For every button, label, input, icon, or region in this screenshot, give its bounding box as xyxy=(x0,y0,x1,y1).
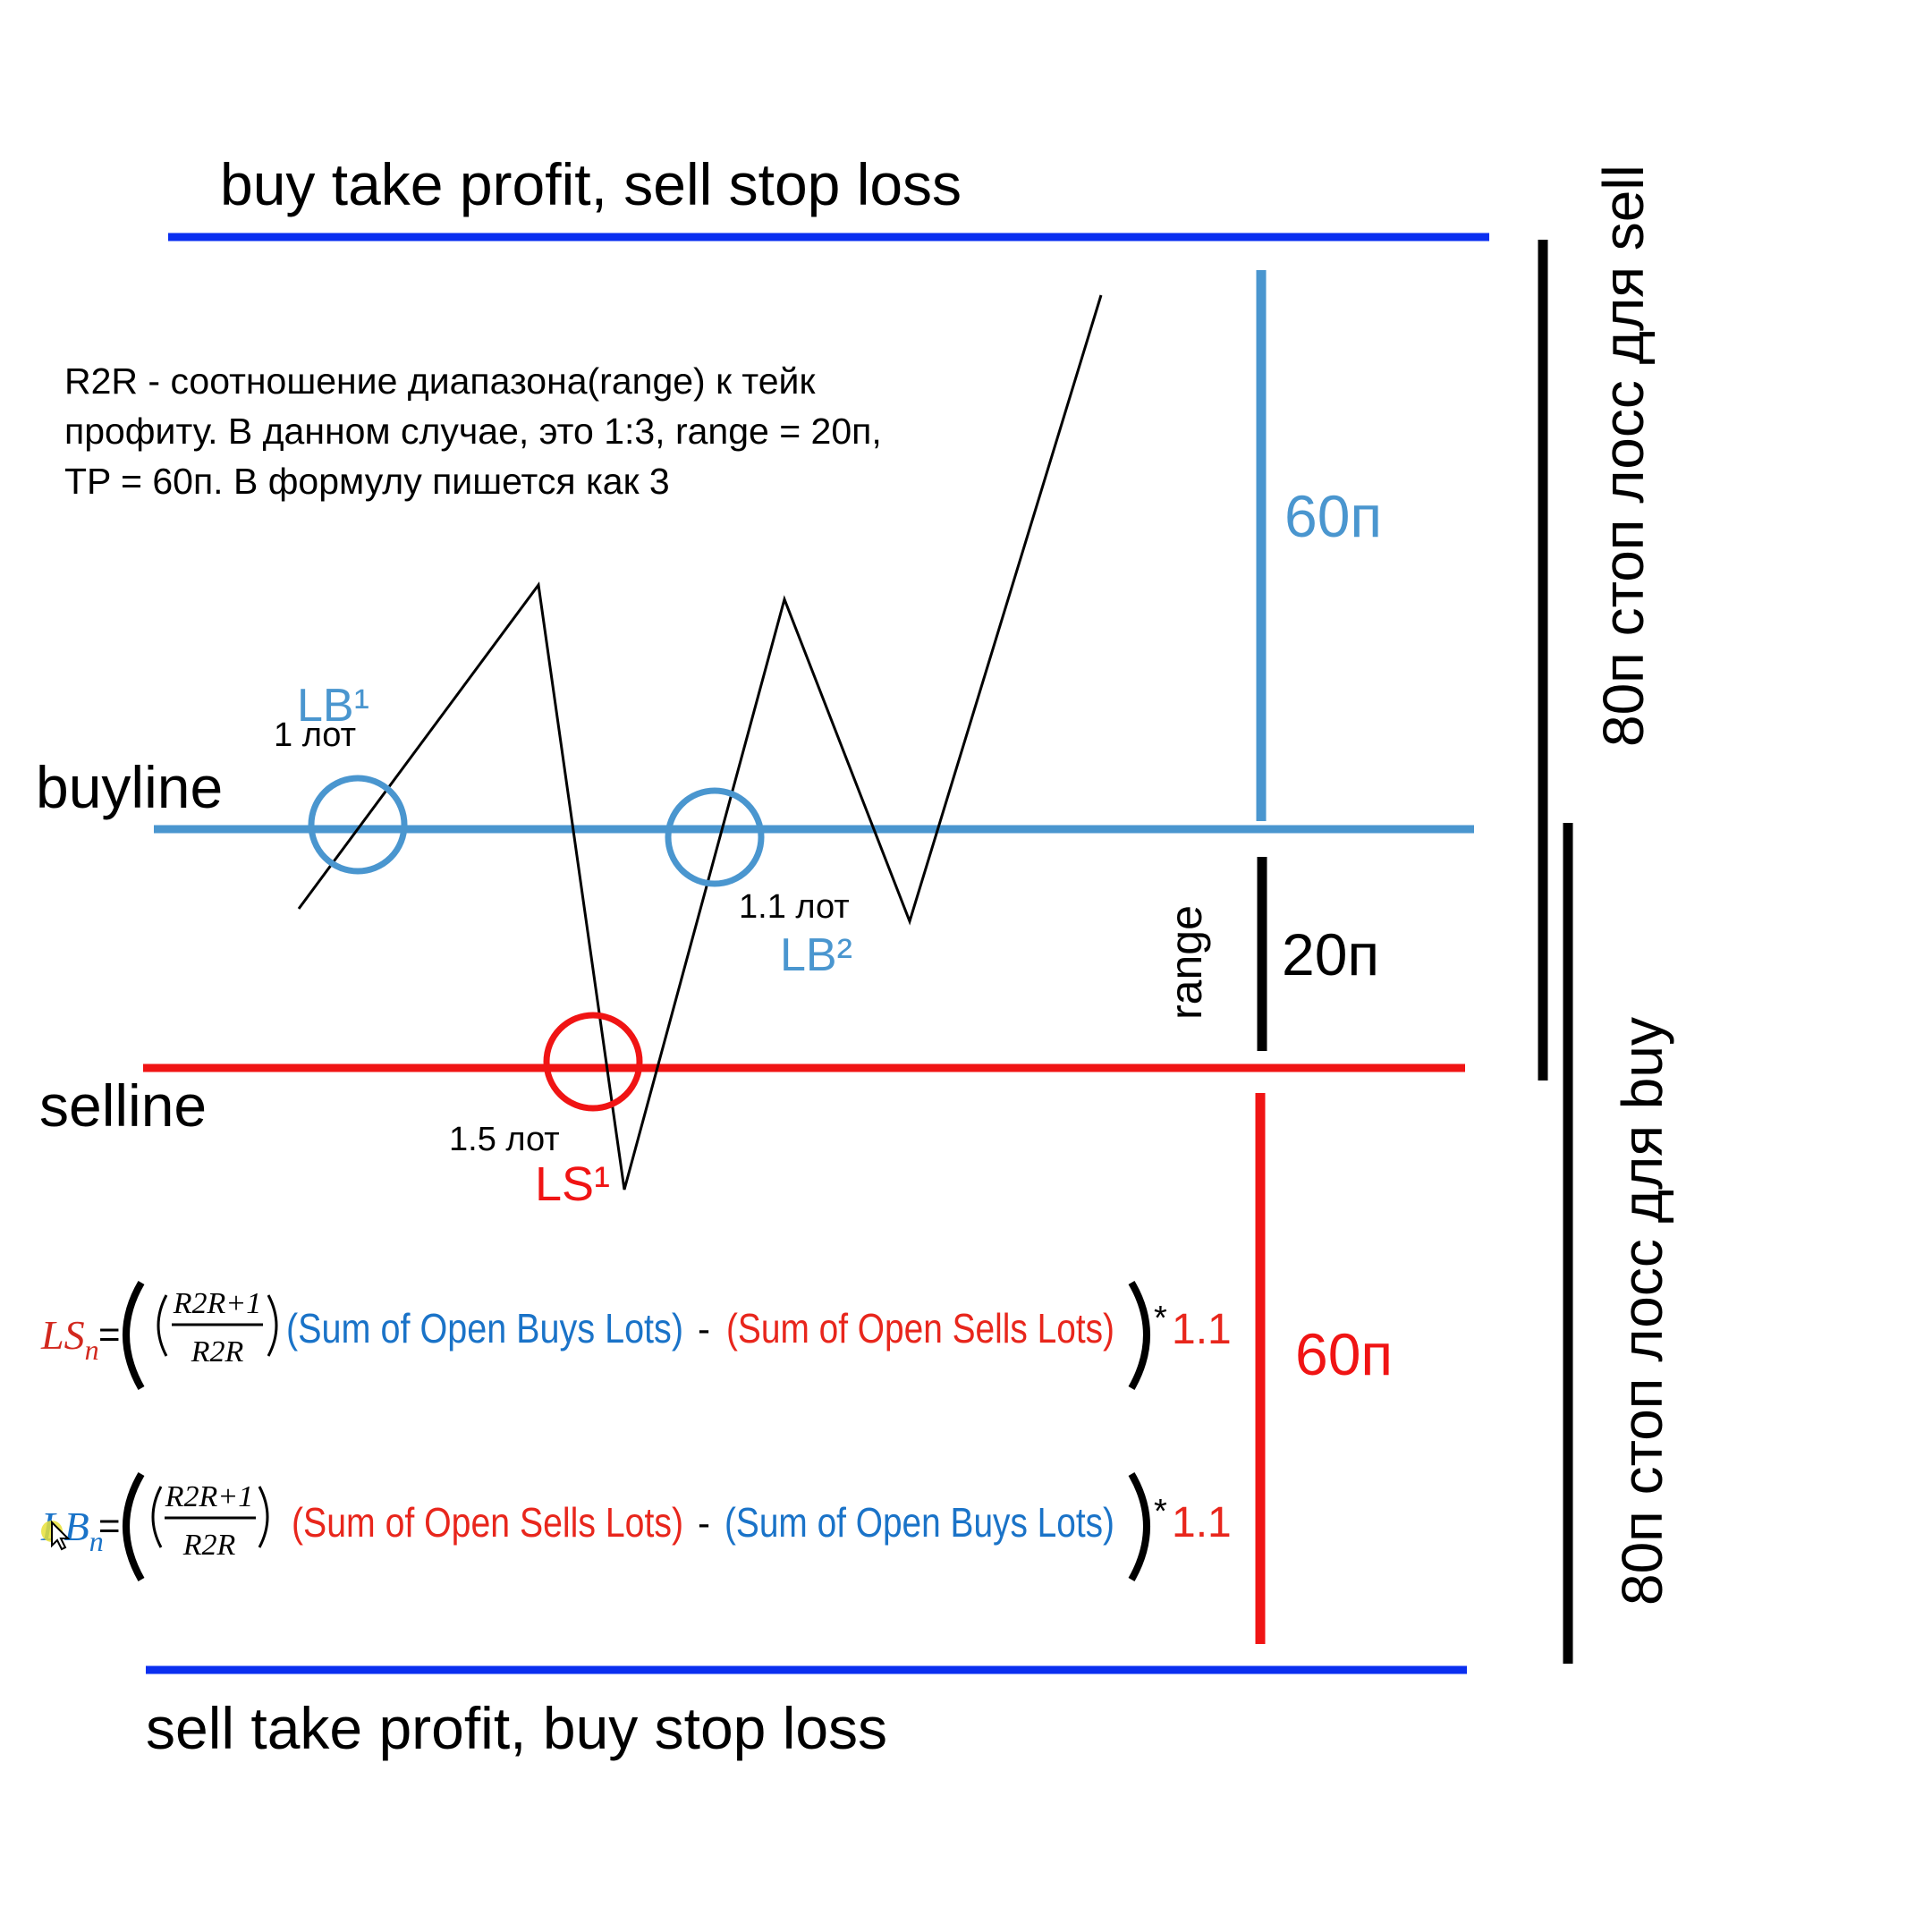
lb2-label: LB² xyxy=(780,929,852,981)
formula-ls-denominator: R2R xyxy=(191,1335,244,1368)
formula-ls-mult: * xyxy=(1154,1300,1167,1337)
formula-ls-term-buys: (Sum of Open Buys Lots) xyxy=(286,1305,683,1352)
formula-lb-big-close-paren xyxy=(1128,1471,1150,1581)
formula-lb-term-buys: (Sum of Open Buys Lots) xyxy=(724,1499,1114,1546)
formula-ls-small-open-paren xyxy=(157,1294,168,1357)
formula-ls-small-close-paren xyxy=(267,1294,278,1357)
formula-lb-minus: - xyxy=(698,1502,710,1544)
description-line-3: TP = 60п. В формулу пишется как 3 xyxy=(64,461,670,502)
entry-circle-ls1 xyxy=(543,1012,643,1112)
formula-ls-term-sells: (Sum of Open Sells Lots) xyxy=(726,1305,1114,1352)
price-path xyxy=(297,294,1103,1191)
selline-label: selline xyxy=(39,1072,207,1139)
formula-lb-numerator: R2R+1 xyxy=(165,1480,253,1513)
entry-circle-lb1 xyxy=(308,775,408,875)
formula-lb-factor: 1.1 xyxy=(1172,1499,1232,1546)
description-line-2: профиту. В данном случае, это 1:3, range… xyxy=(64,411,882,452)
formula-lb-term-sells: (Sum of Open Sells Lots) xyxy=(292,1499,683,1546)
formula-ls-equals: = xyxy=(98,1313,121,1355)
formula-lb-small-open-paren xyxy=(151,1486,163,1548)
sell-stop-loss-label: 80п стоп лосс для sell xyxy=(1591,165,1656,747)
buy-stop-loss-label: 80п стоп лосс для buy xyxy=(1610,1017,1674,1606)
formula-lb-small-close-paren xyxy=(258,1486,269,1548)
lb1-lot: 1 лот xyxy=(274,716,356,754)
formula-ls-big-open-paren xyxy=(123,1280,145,1390)
ls1-lot: 1.5 лот xyxy=(449,1121,560,1158)
range-word-label: range xyxy=(1161,905,1211,1020)
formula-ls-factor: 1.1 xyxy=(1172,1306,1232,1353)
buyline-label: buyline xyxy=(36,754,223,820)
formula-lb: LBn = R2R+1 R2R (Sum of Open Sells Lots)… xyxy=(40,1471,1232,1581)
description-line-1: R2R - соотношение диапазона(range) к тей… xyxy=(64,360,816,402)
sell-take-profit-label: 60п xyxy=(1295,1321,1393,1387)
formula-ls-lhs: LSn xyxy=(40,1312,99,1366)
lb1-label: LB¹ xyxy=(297,680,369,732)
bottom-line-label: sell take profit, buy stop loss xyxy=(146,1695,887,1761)
cursor-arrow-icon xyxy=(51,1520,71,1551)
formula-ls-minus: - xyxy=(698,1308,710,1350)
range-value-label: 20п xyxy=(1282,921,1379,987)
ls1-label: LS¹ xyxy=(535,1157,610,1211)
buy-take-profit-label: 60п xyxy=(1284,483,1382,549)
lb2-lot: 1.1 лот xyxy=(739,888,850,926)
formula-ls-numerator: R2R+1 xyxy=(173,1287,261,1320)
formula-lb-denominator: R2R xyxy=(182,1529,236,1562)
formula-lb-equals: = xyxy=(98,1504,121,1546)
entry-circle-lb2 xyxy=(665,787,765,887)
formula-ls-big-close-paren xyxy=(1128,1280,1150,1390)
formula-ls: LSn = R2R+1 R2R (Sum of Open Buys Lots) … xyxy=(40,1280,1232,1390)
top-line-label: buy take profit, sell stop loss xyxy=(220,151,962,217)
formula-lb-mult: * xyxy=(1154,1493,1167,1530)
description-text: R2R - соотношение диапазона(range) к тей… xyxy=(64,360,892,502)
formula-lb-big-open-paren xyxy=(123,1471,145,1581)
